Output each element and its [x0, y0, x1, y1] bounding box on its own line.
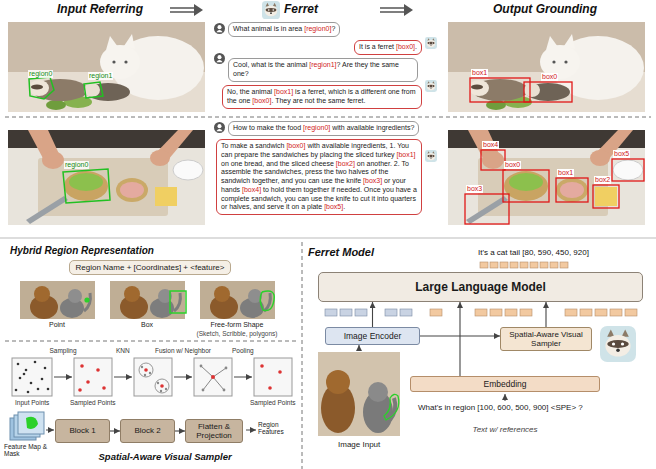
sampler-box: Spatial-Aware Visual Sampler: [500, 327, 592, 351]
encoder-box: Image Encoder: [325, 327, 420, 345]
node-text: Flatten & Projection: [189, 422, 239, 440]
node-text: Embedding: [483, 379, 526, 389]
input-caption: Image Input: [338, 440, 380, 449]
section-title: Input Referring: [57, 3, 143, 17]
prompt-text: What's in region [100, 600, 500, 900] <S…: [418, 403, 583, 412]
box-tag: box3: [466, 185, 483, 193]
shape-caption: Point: [49, 321, 65, 329]
process-box: Block 2: [120, 419, 175, 443]
reference-tag: [box5]: [324, 203, 343, 210]
embedding-box: Embedding: [410, 376, 600, 392]
section-title: Spatial-Aware Visual Sampler: [99, 452, 232, 463]
box-tag: box4: [482, 141, 499, 149]
question-bubble: Cool, what is the animal [region1]? Are …: [228, 58, 418, 82]
box-tag: box1: [471, 69, 488, 77]
point-caption: Input Points: [15, 399, 49, 406]
node-text: To make a sandwich [box0] with available…: [221, 142, 417, 212]
format-box: Region Name + [Coordinates] + <feature>: [69, 260, 232, 275]
connector-arrow: [420, 335, 500, 336]
box-tag: box0: [504, 161, 521, 169]
shape-caption: Free-form Shape: [211, 321, 264, 329]
region-tag: region0: [64, 161, 89, 169]
question-bubble: What animal is in area [region0]?: [228, 22, 340, 37]
shape-caption: Box: [141, 321, 153, 329]
input-caption: Text w/ references: [473, 425, 538, 434]
process-box: Block 1: [55, 419, 110, 443]
connector-arrow: [545, 302, 546, 327]
reference-tag: [box1]: [397, 151, 416, 158]
reference-tag: [box2]: [336, 160, 355, 167]
answer-bubble: No, the animal [box1] is a ferret, which…: [222, 85, 422, 109]
step-label: Sampling: [50, 347, 77, 354]
model-output: It's a cat tail [80, 590, 450, 920]: [478, 248, 589, 257]
node-text: It is a ferret [box0].: [359, 43, 417, 52]
node-text: No, the animal [box1] is a ferret, which…: [227, 88, 417, 106]
reference-tag: [region1]: [309, 61, 336, 68]
node-text: How to make the food [region0] with avai…: [233, 124, 414, 133]
point-caption: Sampled Points: [250, 399, 296, 406]
reference-tag: [box1]: [274, 88, 293, 95]
reference-tag: [box0]: [252, 97, 271, 104]
reference-tag: [region0]: [304, 25, 331, 32]
box-tag: box0: [541, 73, 558, 81]
node-text: Region Name + [Coordinates] + <feature>: [76, 263, 225, 272]
connector-arrow: [110, 430, 120, 431]
box-tag: box2: [594, 176, 611, 184]
section-title: Output Grounding: [493, 3, 597, 17]
region-tag: region1: [88, 72, 113, 80]
reference-tag: [box4]: [242, 186, 261, 193]
reference-tag: [box0]: [396, 43, 415, 50]
node-text: Large Language Model: [415, 280, 546, 294]
connector-arrow: [175, 430, 185, 431]
shape-note: (Sketch, Scribble, polygons): [197, 330, 278, 337]
model-name: Ferret: [284, 3, 318, 17]
reference-tag: [box0]: [286, 142, 305, 149]
reference-tag: [box3]: [363, 177, 382, 184]
connector-arrow: [372, 302, 373, 327]
box-tag: box5: [613, 150, 630, 158]
question-bubble: How to make the food [region0] with avai…: [228, 121, 419, 136]
section-title: Hybrid Region Representation: [10, 245, 154, 257]
node-text: What animal is in area [region0]?: [233, 25, 335, 34]
step-label: Pooling: [232, 347, 254, 354]
input-caption: Feature Map & Mask: [4, 443, 54, 458]
reference-tag: [region0]: [303, 124, 330, 131]
step-label: KNN: [116, 347, 130, 354]
step-label: Fusion w/ Neighbor: [155, 347, 211, 354]
node-text: Spatial-Aware Visual Sampler: [504, 330, 588, 348]
node-text: Block 1: [69, 426, 95, 435]
node-text: Block 2: [134, 426, 160, 435]
point-caption: Sampled Points: [70, 399, 116, 406]
region-tag: region0: [28, 70, 53, 78]
answer-bubble: To make a sandwich [box0] with available…: [216, 139, 422, 215]
process-box: Flatten & Projection: [185, 419, 243, 443]
connector-arrow: [459, 302, 460, 376]
node-text: Image Encoder: [344, 331, 402, 341]
section-title: Ferret Model: [308, 246, 374, 259]
output-caption: Region Features: [258, 421, 298, 436]
model-box: Large Language Model: [318, 272, 643, 302]
node-text: Cool, what is the animal [region1]? Are …: [233, 61, 413, 79]
box-tag: box1: [557, 169, 574, 177]
answer-bubble: It is a ferret [box0].: [354, 40, 422, 55]
